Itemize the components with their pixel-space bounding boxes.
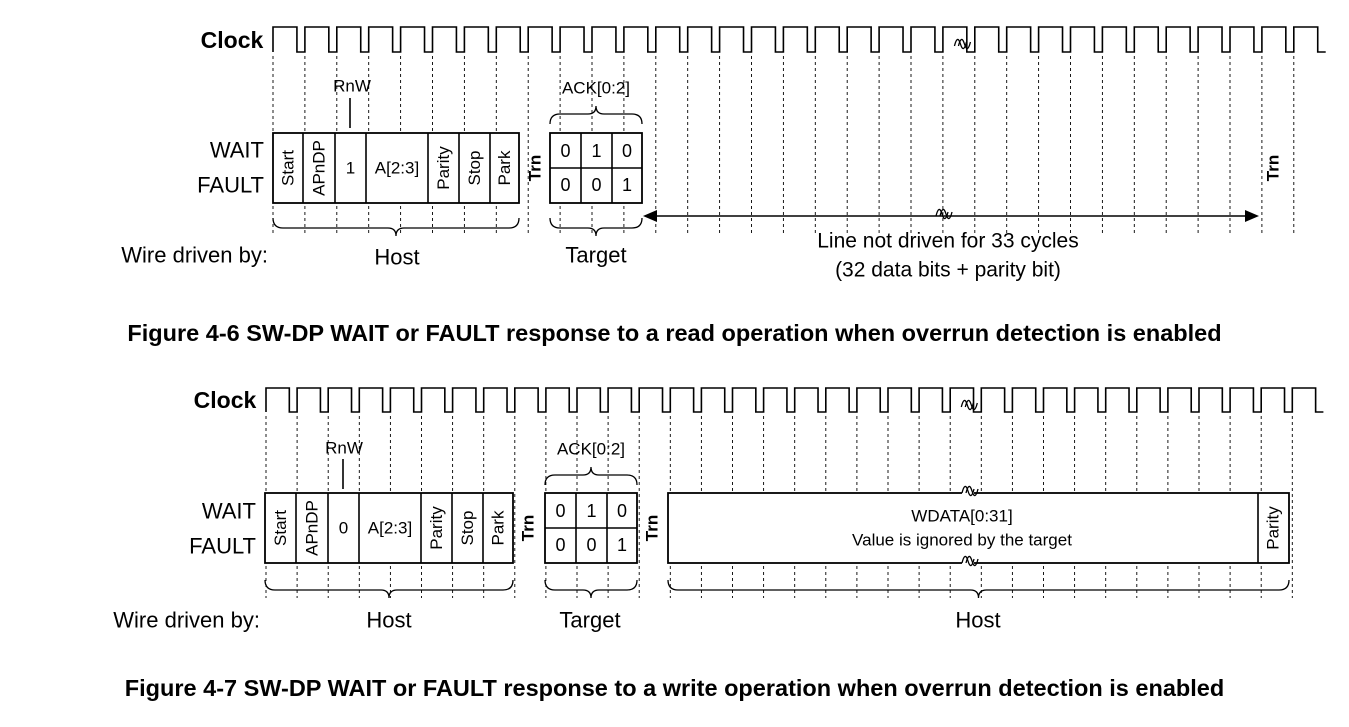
- clock-waveform: [272, 26, 1326, 53]
- note-line-1: Line not driven for 33 cycles: [817, 230, 1078, 253]
- driver-target-2: Target: [559, 608, 620, 633]
- ack-brace-2: [544, 466, 638, 486]
- header-field-2-1: APnDP: [303, 500, 322, 556]
- host-data-brace: [667, 579, 1290, 599]
- wdata-note: Value is ignored by the target: [852, 531, 1072, 550]
- ack-bit-0-2: 0: [622, 141, 632, 161]
- wdata-break-top: [965, 485, 979, 497]
- target-brace: [549, 217, 643, 237]
- ack-bit-0-1: 1: [591, 141, 601, 161]
- header-field-2-0: Start: [271, 510, 290, 546]
- wdata-break-bottom: [965, 555, 979, 567]
- turnaround-label: Trn: [526, 155, 545, 181]
- driver-host: Host: [374, 245, 419, 270]
- request-header-box-2: [264, 492, 514, 564]
- host-brace: [272, 217, 520, 237]
- rnw-label-2: RnW: [325, 439, 363, 458]
- driver-target: Target: [565, 243, 626, 268]
- wire-driven-label-2: Wire driven by:: [113, 608, 260, 633]
- wdata-box: [667, 492, 1290, 564]
- clock-waveform-break: [953, 38, 968, 50]
- end-turnaround-label: Trn: [1264, 155, 1283, 181]
- clock-waveform-2-break: [960, 399, 974, 411]
- ack-bit-0-0: 0: [560, 141, 570, 161]
- clock-waveform-break: [957, 38, 972, 50]
- ack-bit-2-1-2: 1: [617, 535, 627, 555]
- header-field-3: A[2:3]: [375, 159, 419, 178]
- wdata-label: WDATA[0:31]: [911, 507, 1012, 526]
- turnaround-label-2: Trn: [519, 515, 538, 541]
- header-field-1: APnDP: [310, 140, 329, 196]
- fault-label-2: FAULT: [189, 534, 256, 559]
- host-brace-2: [264, 579, 514, 599]
- ack-bit-1-1: 0: [591, 175, 601, 195]
- ack-bit-1-0: 0: [560, 175, 570, 195]
- ack-bit-2-0-0: 0: [555, 501, 565, 521]
- second-turnaround-label: Trn: [643, 515, 662, 541]
- header-field-2-6: Park: [489, 510, 508, 545]
- arrow-head-right: [1245, 210, 1259, 222]
- arrow-break: [935, 208, 949, 220]
- fault-label: FAULT: [197, 173, 264, 198]
- arrow-head-left: [643, 210, 657, 222]
- ack-label-2: ACK[0:2]: [557, 440, 625, 459]
- driver-host-3: Host: [955, 608, 1000, 633]
- clock-label-2: Clock: [194, 387, 257, 413]
- wdata-parity-label: Parity: [1264, 506, 1283, 550]
- ack-bit-2-1-0: 0: [555, 535, 565, 555]
- ack-bit-2-0-2: 0: [617, 501, 627, 521]
- header-field-2-4: Parity: [427, 506, 446, 550]
- clock-label: Clock: [201, 27, 264, 53]
- header-field-2-3: A[2:3]: [368, 519, 412, 538]
- ack-brace: [549, 105, 643, 125]
- header-field-2-2: 0: [339, 519, 348, 538]
- header-field-2: 1: [346, 159, 355, 178]
- header-field-6: Park: [495, 150, 514, 185]
- figure-4-7-caption: Figure 4-7 SW-DP WAIT or FAULT response …: [124, 675, 1225, 701]
- wait-label-2: WAIT: [202, 499, 256, 524]
- header-field-5: Stop: [465, 151, 484, 186]
- clock-waveform-2-break: [964, 399, 978, 411]
- wait-label: WAIT: [210, 138, 264, 163]
- ack-label: ACK[0:2]: [562, 79, 630, 98]
- wire-driven-label: Wire driven by:: [121, 243, 268, 268]
- ack-bit-2-1-1: 0: [586, 535, 596, 555]
- driver-host-2: Host: [366, 608, 411, 633]
- header-field-0: Start: [279, 150, 298, 186]
- wdata-break-bottom: [961, 555, 975, 567]
- request-header-box: [272, 132, 520, 204]
- figure-4-6-caption: Figure 4-6 SW-DP WAIT or FAULT response …: [127, 320, 1222, 346]
- arrow-break: [939, 208, 953, 220]
- rnw-label: RnW: [333, 77, 371, 96]
- ack-bit-2-0-1: 1: [586, 501, 596, 521]
- target-brace-2: [544, 579, 638, 599]
- ack-bit-1-2: 1: [622, 175, 632, 195]
- clock-waveform-2: [265, 387, 1324, 413]
- note-line-2: (32 data bits + parity bit): [835, 259, 1061, 282]
- header-field-2-5: Stop: [458, 511, 477, 546]
- wdata-break-top: [961, 485, 975, 497]
- header-field-4: Parity: [434, 146, 453, 190]
